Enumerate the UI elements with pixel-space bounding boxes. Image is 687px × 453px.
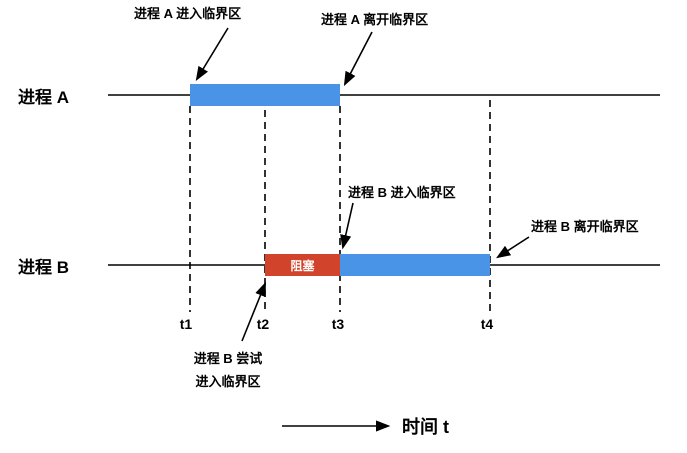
- arrow-b-enter: [340, 202, 354, 250]
- annotation-a-enter: 进程 A 进入临界区: [134, 6, 242, 21]
- tick-t1: t1: [179, 316, 193, 332]
- annotation-b-leave: 进程 B 离开临界区: [531, 219, 639, 234]
- arrow-b-attempt: [241, 281, 266, 342]
- arrow-b-leave: [495, 236, 530, 259]
- process-a-label: 进程 A: [18, 88, 69, 107]
- process-b-label: 进程 B: [18, 258, 69, 277]
- process-b-blocked-bar: [265, 254, 340, 276]
- annotation-b-attempt-line2: 进入临界区: [195, 374, 261, 389]
- annotation-b-enter: 进程 B 进入临界区: [348, 185, 456, 200]
- arrow-a-enter: [195, 27, 229, 82]
- arrow-a-leave: [343, 31, 373, 87]
- process-b-critical-section-bar: [340, 254, 490, 276]
- process-a-critical-section-bar: [190, 84, 340, 106]
- tick-t3: t3: [331, 316, 345, 332]
- annotation-a-leave: 进程 A 离开临界区: [321, 12, 429, 27]
- time-axis-label: 时间 t: [402, 417, 449, 437]
- tick-t4: t4: [480, 316, 494, 332]
- annotation-b-attempt: 进程 B 尝试 进入临界区: [163, 347, 293, 393]
- annotation-b-attempt-line1: 进程 B 尝试: [193, 351, 263, 366]
- blocked-bar-label: 阻塞: [290, 258, 315, 273]
- tick-t2: t2: [256, 316, 270, 332]
